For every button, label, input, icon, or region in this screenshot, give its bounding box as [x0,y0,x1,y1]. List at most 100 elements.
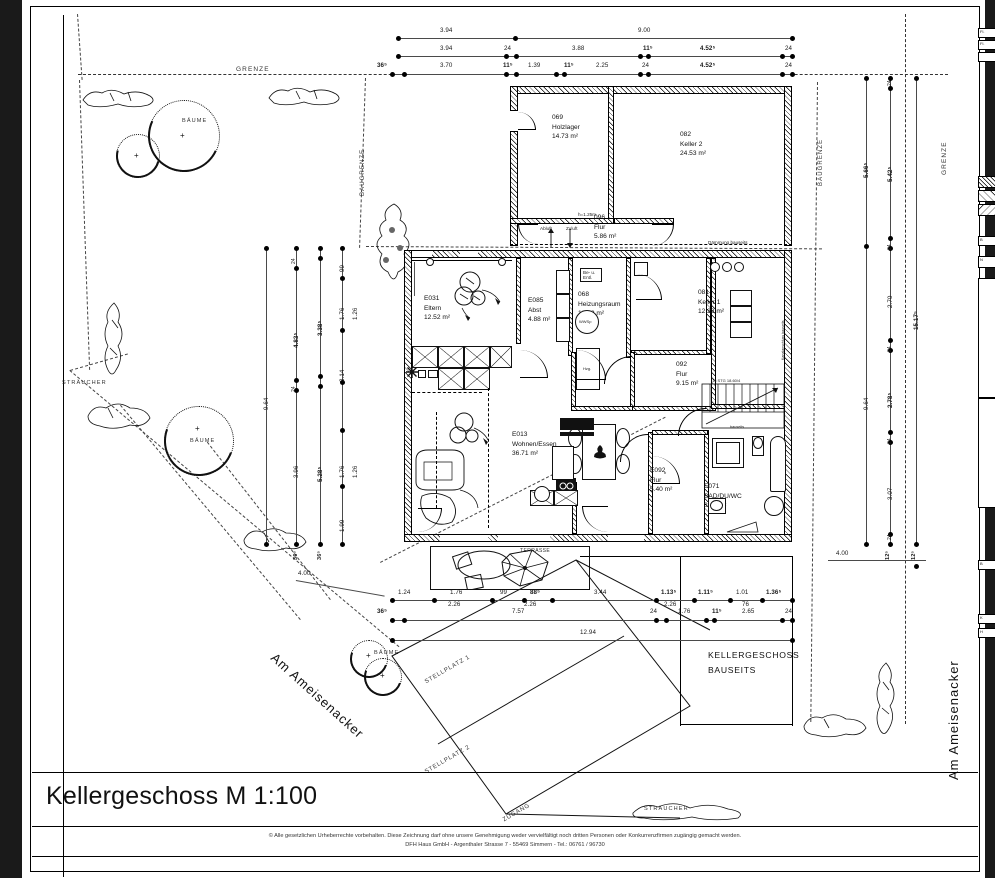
washbasin-bowl [710,500,723,511]
top-dim-1-39: 1.39 [528,62,541,69]
wall-upper-west [510,86,518,246]
bottom-dim-7-57: 7.57 [512,608,525,615]
legend-row-b2[interactable]: B [978,560,995,570]
grenze-top-label: GRENZE [236,66,270,73]
wall-096-north [510,218,614,224]
room-label-069: 069 Holzlager 14.73 m² [552,114,580,140]
shrub-blob-5 [243,528,307,552]
bottom-dim-1-01: 1.01 [736,589,749,596]
street-label-right: Am Ameisenacker [946,660,961,780]
room-label-096: 096 Flur 5.86 m² [594,214,617,240]
stairs-note: 16 STG 18.60/4 [712,378,741,383]
legend-row-1[interactable]: Fl. [978,28,995,38]
top-dim-3-70: 3.70 [440,62,453,69]
washing-machine [764,496,784,516]
left-dim-line-2 [296,248,297,544]
right-dim-line-2 [890,78,891,544]
bottom-dim-line-3 [390,620,792,621]
081-fixture-a [710,262,720,272]
room-label-e013: E013 Wohnen/Essen 36.71 m² [512,431,557,457]
kitchen-sink-a [418,370,426,378]
bottom-dim-11-5: 11⁵ [712,608,722,615]
bottom-dim-1-76-b: 1.76 [678,608,691,615]
wwsp-label: WWSp [579,319,592,324]
footer-line-2: DFH Haus GmbH - Argenthaler Strasse 7 - … [405,842,605,848]
staircase-svg [701,383,785,429]
top-dim-11-5-b: 11⁵ [503,62,513,69]
legend-row-b[interactable]: B [978,236,995,246]
legend-hatch-3[interactable] [978,204,995,216]
right-dist-line [828,560,926,561]
star-fixture-icon [406,366,418,378]
bottom-dim-1-13-5: 1.13⁵ [661,589,677,596]
terrasse-label: TERRASSE [520,548,551,554]
bottom-dim-1-76: 1.76 [450,589,463,596]
shrub-blob-1 [82,89,154,108]
wall-upper-east [784,86,792,246]
legend-block-b[interactable] [978,398,995,508]
top-dim-11-5-a: 11⁵ [643,45,653,52]
shrub-blob-4 [87,403,151,429]
bottom-dim-99: 99 [500,589,508,596]
kitchen-sink-b [428,370,438,378]
legend-row-k[interactable]: K [978,614,995,624]
top-dim-24-c: 24 [642,62,650,69]
baeume-top-label: BÄUME [182,118,208,124]
legend-row-2[interactable]: Fl. [978,40,995,50]
legend-row-h[interactable]: H [978,628,995,638]
right-dim-24-a: 24 [887,80,893,86]
dining-chair-1 [568,428,582,448]
wall-068-east [626,258,631,358]
bottom-dim-24-a: 24 [650,608,658,615]
right-dim-5-66-5: 5.66⁵ [863,162,870,178]
right-dim-2-70: 2.70 [887,295,894,308]
e031-fixture-a [426,258,434,266]
legend-row-3[interactable] [978,52,995,62]
right-dim-9-64: 9.64 [863,397,870,410]
room-label-e031: E031 Eltern 12.52 m² [424,295,451,321]
left-dim-line-1 [266,248,267,544]
e013-dashed-a [412,392,482,393]
left-dim-line-4 [342,248,343,544]
page-title: Kellergeschoss M 1:100 [46,782,318,810]
wall-e013-kitchen-sep [571,406,633,411]
bauseits-line-2: BAUSEITS [708,665,757,675]
grenze-right-line [905,14,906,724]
baugrenze-right-label: BAUGRENZE [818,138,824,186]
legend-hatch-1[interactable] [978,176,995,188]
top-dim-4-52-5-b: 4.52⁵ [700,62,716,69]
legend-block-a[interactable] [978,278,995,398]
left-dim-99: 99 [339,264,346,272]
left-dim-1-99: 1.99 [339,519,346,532]
bauseits-line-1: KELLERGESCHOSS [708,650,800,660]
footer-separator-bottom [32,856,978,857]
bottom-dim-2-26-a: 2.26 [448,601,461,608]
title-separator [32,772,978,773]
shrub-blob-2 [268,87,340,106]
bottom-dim-2-65: 2.65 [742,608,755,615]
shrub-blob-7 [803,714,867,738]
wall-stair-south [711,404,785,409]
top-dim-24-d: 24 [785,62,793,69]
table-plant-icon [594,445,606,459]
cooktop-top [560,418,594,430]
legend-hatch-2[interactable] [978,190,995,202]
e013-dashed-b [488,388,489,528]
kitchen-unit-6 [464,368,490,390]
e085-shelf-3 [556,318,570,342]
top-dim-11-5-c: 11⁵ [564,62,574,69]
right-dist-4-00: 4.00 [836,550,849,557]
window-e092 [608,534,644,542]
site-terrace-base [580,556,792,557]
wall-upper-north [510,86,792,94]
shrub-blob-9 [632,803,741,821]
left-dim-36-5-b: 36⁵ [317,550,323,560]
right-dim-12-5-a: 12⁵ [885,550,891,560]
be-ent-box: Be- u. Entl. [580,268,602,282]
left-gutter [0,0,22,878]
top-dim-9-00: 9.00 [638,27,651,34]
kitchen-unit-3 [464,346,490,368]
bathtub [770,436,786,492]
legend-row-n[interactable]: N [978,256,995,268]
